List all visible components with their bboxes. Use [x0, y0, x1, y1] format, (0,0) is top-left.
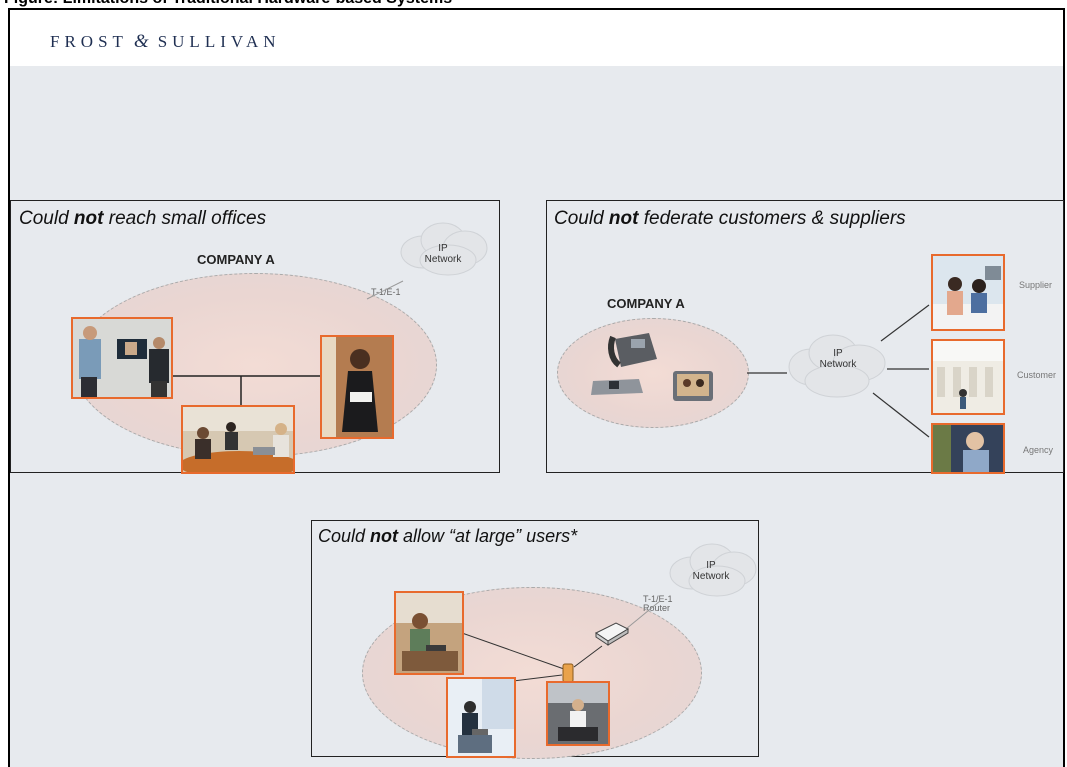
logo-word-left: FROST — [50, 32, 128, 51]
panel-title: Could not reach small offices — [19, 208, 267, 229]
frost-sullivan-logo: FROST&SULLIVAN — [50, 31, 281, 53]
ip-network-cloud — [788, 334, 886, 398]
link-label: T-1/E-1 Router — [643, 594, 673, 613]
connection-lines — [171, 280, 404, 406]
company-devices — [591, 333, 713, 401]
panel-federate: Could not federate customers & suppliers… — [546, 200, 1064, 474]
logo-word-right: SULLIVAN — [157, 32, 281, 51]
partner-label-customer: Customer — [1017, 370, 1057, 380]
photo-supplier — [931, 254, 1005, 331]
partner-label-supplier: Supplier — [1019, 280, 1053, 290]
ip-network-cloud — [669, 543, 757, 597]
connection-lines — [747, 304, 930, 438]
ip-phone-icon — [608, 333, 657, 368]
panel-at-large: Could not allow “at large” users* IP Net… — [311, 520, 759, 759]
panel-title: Could not federate customers & suppliers — [554, 208, 906, 229]
photo-user-airport — [446, 677, 516, 758]
figure-caption: Figure: Limitations of Traditional Hardw… — [4, 0, 452, 8]
company-ellipse — [557, 318, 749, 428]
link-label: T-1/E-1 — [371, 287, 401, 297]
cloud-label: IP Network — [819, 348, 857, 370]
logo-ampersand: & — [133, 31, 149, 52]
photo-conference-room — [181, 405, 295, 474]
conference-phone-icon — [591, 379, 643, 395]
header-bar: FROST&SULLIVAN — [10, 10, 1063, 66]
photo-video-meeting — [71, 317, 173, 399]
photo-user-laptop-home — [394, 591, 464, 675]
connection-lines — [461, 600, 661, 694]
partner-label-agency: Agency — [1023, 445, 1054, 455]
panel-title: Could not allow “at large” users* — [318, 526, 578, 546]
company-label: COMPANY A — [607, 296, 685, 311]
photo-woman-on-phone — [320, 335, 394, 439]
cloud-label: IP Network — [424, 243, 462, 265]
photo-agency — [931, 423, 1005, 474]
panel-small-offices: Could not reach small offices COMPANY A … — [10, 200, 500, 474]
figure-caption-clipped: Figure: Limitations of Traditional Hardw… — [0, 0, 1067, 9]
cloud-label: IP Network — [692, 560, 730, 582]
ip-network-cloud — [400, 222, 488, 276]
video-unit-icon — [673, 371, 713, 401]
router-icon — [595, 622, 630, 646]
photo-user-lounge — [546, 681, 610, 746]
company-label: COMPANY A — [197, 252, 275, 267]
photo-customer — [931, 339, 1005, 415]
